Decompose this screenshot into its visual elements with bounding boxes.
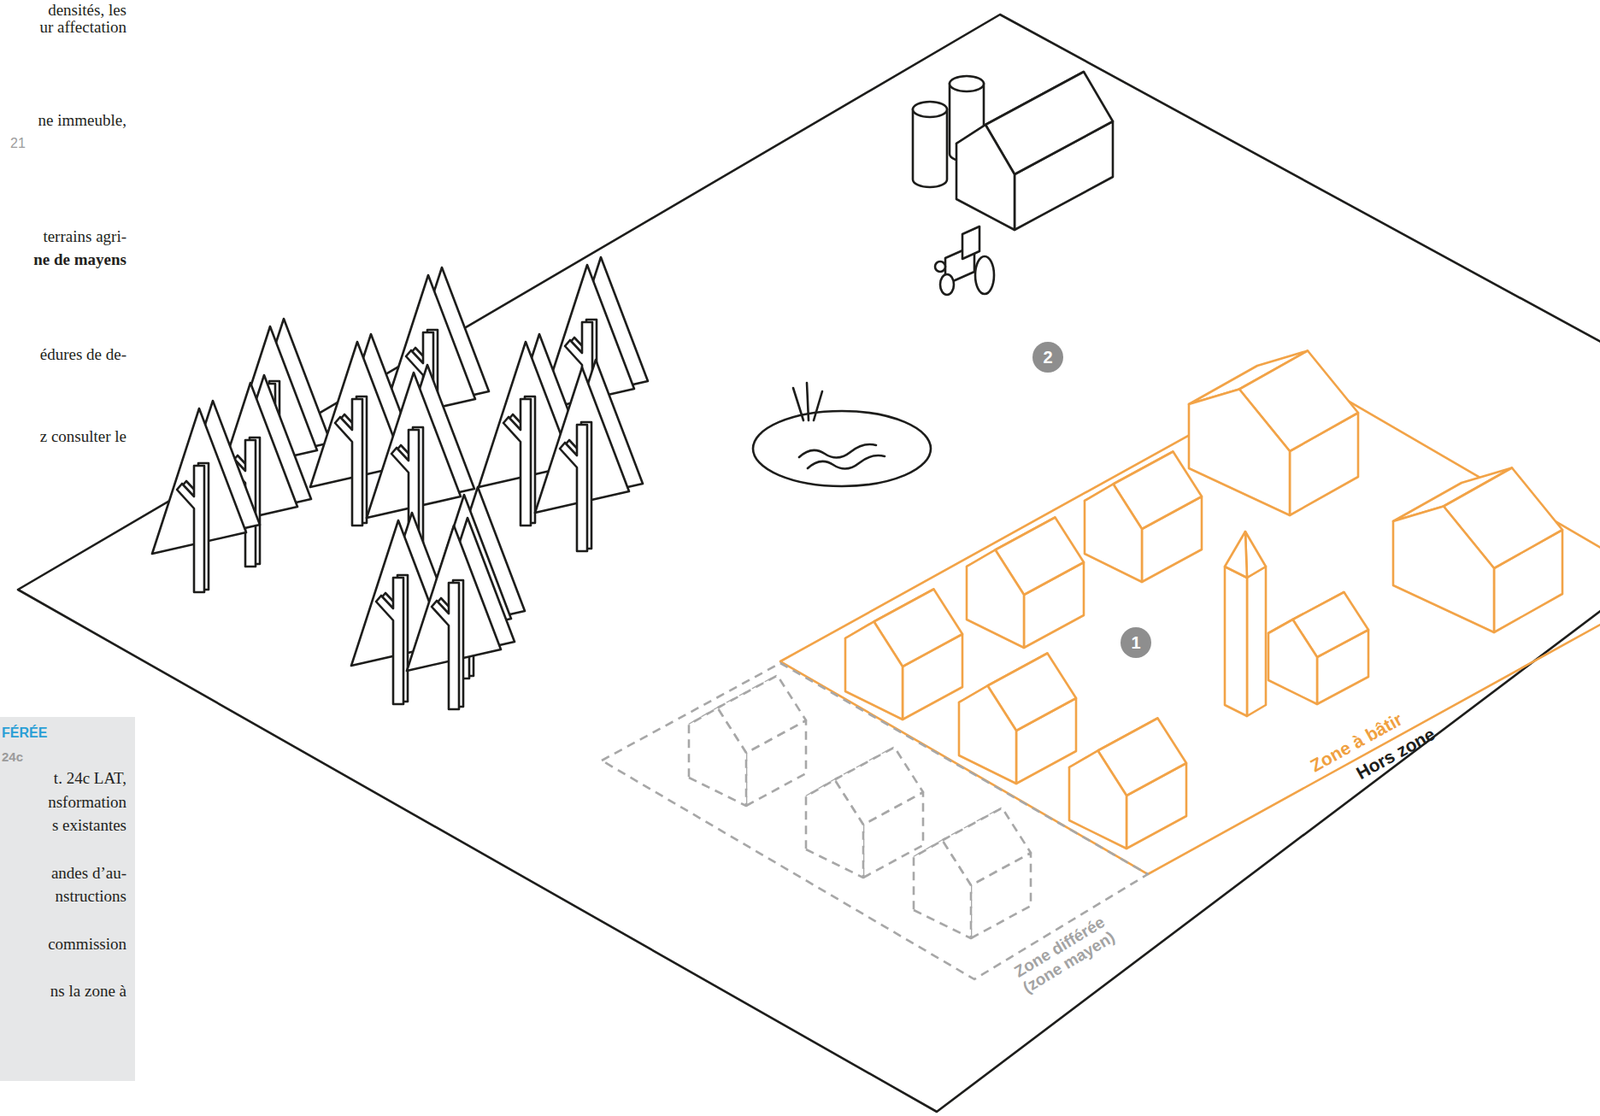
house-gable bbox=[1393, 506, 1495, 634]
house-gable bbox=[913, 841, 971, 940]
panel-text: ns la zone à bbox=[42, 979, 127, 1004]
house bbox=[1188, 351, 1359, 517]
tree-trunk bbox=[503, 399, 531, 526]
callout-number: 1 bbox=[1120, 627, 1152, 659]
silo bbox=[912, 101, 948, 188]
silo-body bbox=[912, 109, 948, 188]
text-fragment: densités, les bbox=[47, 0, 127, 21]
callout-disc bbox=[1120, 627, 1152, 659]
silo-top bbox=[912, 101, 948, 118]
tree-trunk bbox=[559, 424, 588, 552]
deferred-zone: Zone différée (zone mayen) bbox=[601, 663, 1148, 980]
house bbox=[1393, 468, 1563, 634]
text-fragment: ne de mayens bbox=[33, 249, 127, 271]
house-gable bbox=[688, 708, 747, 807]
info-panel: FÉRÉE 24ct. 24c LAT, nsformation s exista… bbox=[0, 717, 136, 1082]
tractor-hitch bbox=[935, 261, 946, 272]
church-tower bbox=[1224, 531, 1266, 717]
text-fragment: terrains agri- bbox=[42, 226, 127, 248]
text-fragment: z consulter le bbox=[40, 426, 127, 448]
tractor bbox=[935, 226, 995, 295]
house-gable bbox=[958, 686, 1017, 785]
barn bbox=[956, 71, 1113, 230]
ground-plane bbox=[17, 14, 1600, 1112]
zone-outline bbox=[780, 373, 1600, 875]
tree-trunk bbox=[431, 582, 459, 710]
house bbox=[1084, 452, 1202, 583]
text-fragment: ur affectation bbox=[40, 17, 127, 38]
panel-heading: FÉRÉE bbox=[1, 723, 127, 743]
panel-text: andes d’au- nstructions bbox=[42, 861, 127, 909]
pond-ripple bbox=[799, 444, 877, 459]
house-gable bbox=[845, 622, 903, 721]
pond-reeds bbox=[793, 382, 823, 421]
house-gable bbox=[1069, 751, 1127, 850]
silo-top bbox=[949, 76, 984, 92]
tower-front bbox=[1224, 566, 1248, 717]
tower-side bbox=[1247, 566, 1266, 717]
tree-trunk bbox=[176, 465, 205, 593]
house bbox=[913, 808, 1031, 940]
conifer-tree bbox=[406, 517, 515, 710]
spire-front bbox=[1224, 531, 1248, 578]
text-fragment: ne immeuble, bbox=[38, 110, 127, 131]
zone-label: Hors zone bbox=[1352, 723, 1439, 784]
zone-label: Zone différée (zone mayen) bbox=[1000, 905, 1129, 1003]
panel-subheading: 24c bbox=[1, 747, 127, 767]
pond-water bbox=[752, 411, 931, 487]
house bbox=[688, 676, 806, 807]
panel-text: t. 24c LAT, nsformation s existantes bbox=[42, 766, 127, 838]
callout-circle: 2 bbox=[1032, 341, 1064, 373]
pond bbox=[752, 382, 931, 487]
callout-circle: 1 bbox=[1120, 627, 1152, 659]
callout-disc bbox=[1032, 341, 1064, 373]
tree-trunk bbox=[376, 577, 404, 705]
conifer-tree bbox=[535, 359, 643, 552]
house bbox=[805, 747, 924, 879]
panel-text: commission bbox=[42, 932, 127, 957]
pond-ripple bbox=[807, 455, 885, 470]
text-fragment: édures de de- bbox=[40, 344, 127, 365]
barn-gable bbox=[956, 124, 1015, 230]
house bbox=[966, 517, 1084, 649]
tractor-cab bbox=[962, 226, 980, 259]
page-number: 21 bbox=[10, 135, 26, 153]
spire-side bbox=[1245, 531, 1266, 578]
tractor-rear-wheel bbox=[975, 256, 995, 295]
house-gable bbox=[966, 550, 1024, 649]
house bbox=[1069, 718, 1187, 850]
house bbox=[845, 589, 963, 721]
house-gable bbox=[805, 780, 864, 879]
house-gable bbox=[1188, 389, 1290, 517]
house bbox=[958, 653, 1077, 785]
tractor-front-wheel bbox=[940, 274, 954, 295]
tree-trunk bbox=[335, 399, 363, 526]
conifer-tree bbox=[152, 400, 260, 593]
callout-number: 2 bbox=[1032, 341, 1064, 373]
house-gable bbox=[1268, 619, 1318, 705]
house-gable bbox=[1084, 484, 1142, 583]
house bbox=[1268, 592, 1369, 705]
